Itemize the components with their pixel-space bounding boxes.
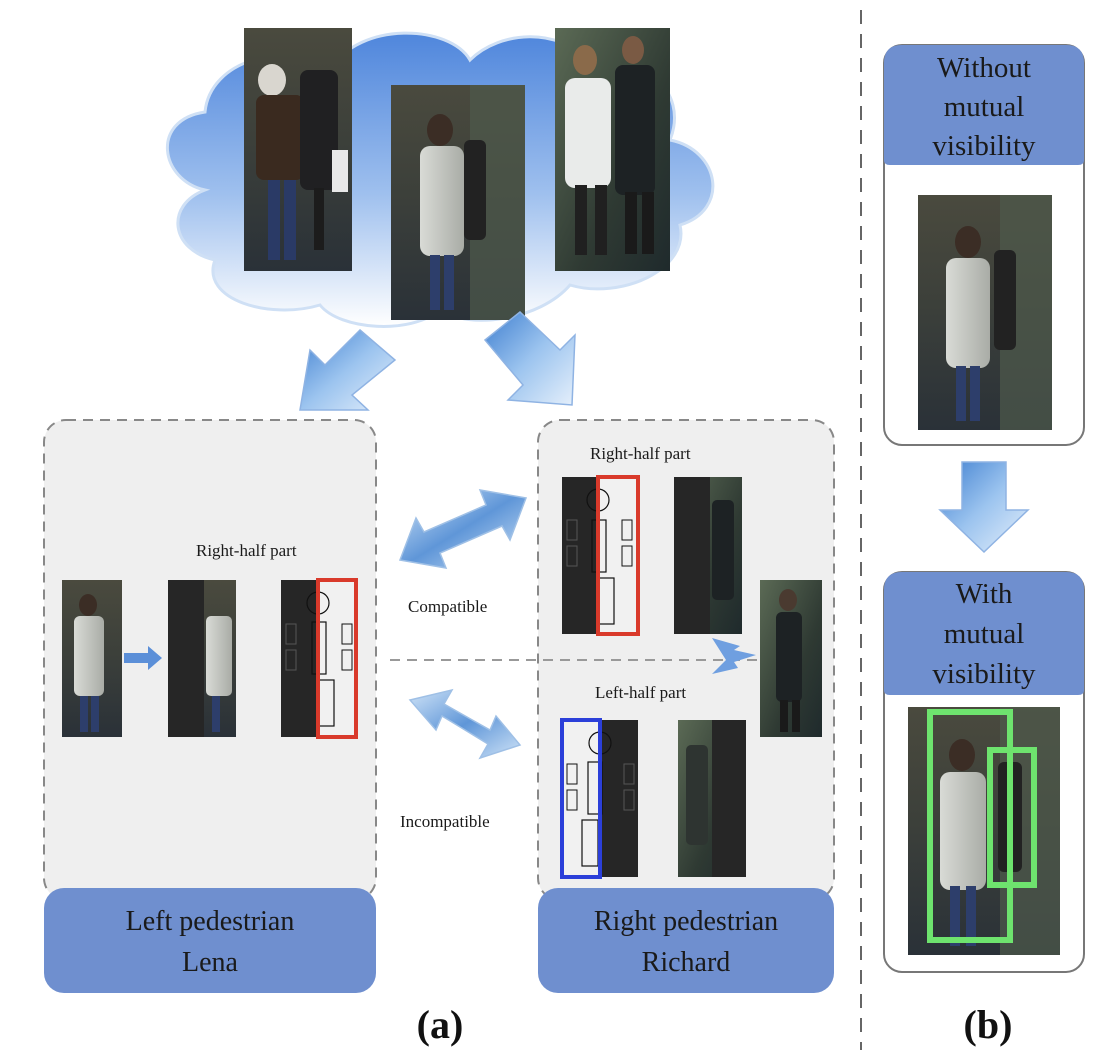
svg-text:Left pedestrian: Left pedestrian [126, 906, 295, 937]
incompatible-label: Incompatible [400, 812, 490, 831]
panel-a-label: (a) [417, 1002, 464, 1047]
cloud-photo-left [244, 28, 352, 271]
left-part-label: Right-half part [196, 541, 297, 560]
svg-text:Without: Without [937, 52, 1031, 84]
left-part-model [281, 578, 358, 739]
without-visibility-photo [918, 195, 1052, 430]
cloud-photo-center [391, 85, 525, 320]
right-bottom-masked-photo [678, 720, 746, 877]
right-half-highlight-top [596, 475, 640, 636]
svg-text:visibility: visibility [932, 658, 1036, 690]
richard-detection-box [987, 747, 1037, 888]
left-pedestrian-photo [62, 580, 122, 737]
right-top-part-label: Right-half part [590, 444, 691, 463]
svg-text:visibility: visibility [932, 130, 1036, 162]
arrow-to-left-icon [299, 328, 397, 411]
lena-detection-box [927, 709, 1013, 943]
right-pedestrian-photo [760, 580, 822, 737]
left-masked-photo [168, 580, 236, 737]
down-arrow-icon [938, 461, 1030, 554]
cloud-photo-right [555, 28, 670, 271]
right-half-highlight [316, 578, 358, 739]
svg-text:Lena: Lena [182, 947, 239, 978]
split-arrow-icon [712, 638, 756, 674]
svg-text:With: With [956, 578, 1013, 610]
right-caption-box: Right pedestrian Richard [538, 888, 834, 993]
svg-text:mutual: mutual [944, 618, 1025, 650]
right-top-part-model [562, 475, 640, 636]
svg-text:Richard: Richard [642, 947, 731, 978]
incompatible-double-arrow-icon [408, 688, 522, 760]
with-visibility-photo [908, 707, 1060, 955]
panel-b-label: (b) [964, 1002, 1013, 1047]
right-bottom-part-model [560, 718, 638, 879]
svg-text:Right pedestrian: Right pedestrian [594, 906, 778, 937]
panel-b: Without mutual visibility With mutual vi… [883, 44, 1085, 1047]
panel-a: Right-half part [43, 28, 835, 1047]
small-arrow-icon [124, 646, 162, 670]
right-bottom-part-label: Left-half part [595, 683, 686, 702]
compatible-double-arrow-icon [398, 489, 528, 569]
svg-text:mutual: mutual [944, 91, 1025, 123]
compatible-label: Compatible [408, 597, 487, 616]
left-caption-box: Left pedestrian Lena [44, 888, 376, 993]
right-top-masked-photo [674, 477, 742, 634]
left-half-highlight-bottom [560, 718, 602, 879]
arrow-to-right-icon [483, 311, 576, 406]
